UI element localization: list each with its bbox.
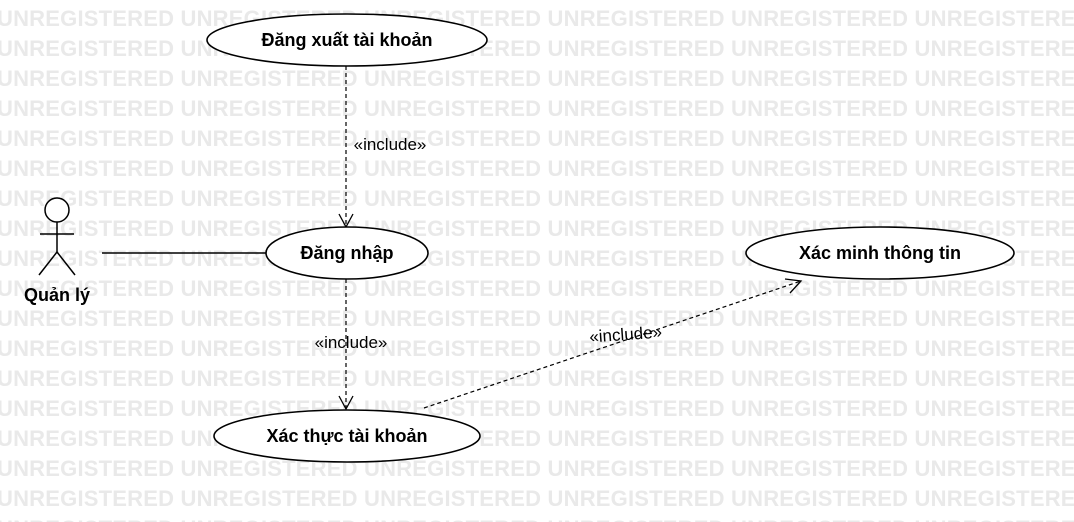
use-case-ellipse [745, 226, 1015, 280]
use-case-label: Đăng nhập [301, 243, 394, 263]
include-arrowhead [338, 395, 354, 411]
use-case-dang-xuat-tai-khoan[interactable]: Đăng xuất tài khoản [206, 13, 488, 67]
use-case-ellipse [213, 409, 481, 463]
include-label: «include» [354, 135, 427, 154]
use-case-ellipse [206, 13, 488, 67]
include-arrowhead [784, 278, 803, 294]
include-label: «include» [315, 333, 388, 352]
use-case-dang-nhap[interactable]: Đăng nhập [265, 226, 429, 280]
use-case-label: Đăng xuất tài khoản [261, 30, 432, 50]
use-case-xac-minh-thong-tin[interactable]: Xác minh thông tin [745, 226, 1015, 280]
include-relation-auth-verify: «include» [423, 278, 803, 409]
use-case-label: Xác minh thông tin [799, 243, 961, 263]
actor-stick-figure-icon [38, 197, 76, 276]
use-case-label: Xác thực tài khoản [266, 426, 427, 446]
include-relation-logout-login: «include» [338, 66, 427, 229]
include-line [423, 280, 802, 409]
include-relation-login-auth: «include» [315, 279, 388, 411]
use-case-xac-thuc-tai-khoan[interactable]: Xác thực tài khoản [213, 409, 481, 463]
use-case-ellipse [265, 226, 429, 280]
actor-label: Quản lý [24, 285, 90, 305]
actor-quan-ly[interactable]: Quản lý [24, 197, 90, 305]
include-label: «include» [589, 322, 663, 346]
